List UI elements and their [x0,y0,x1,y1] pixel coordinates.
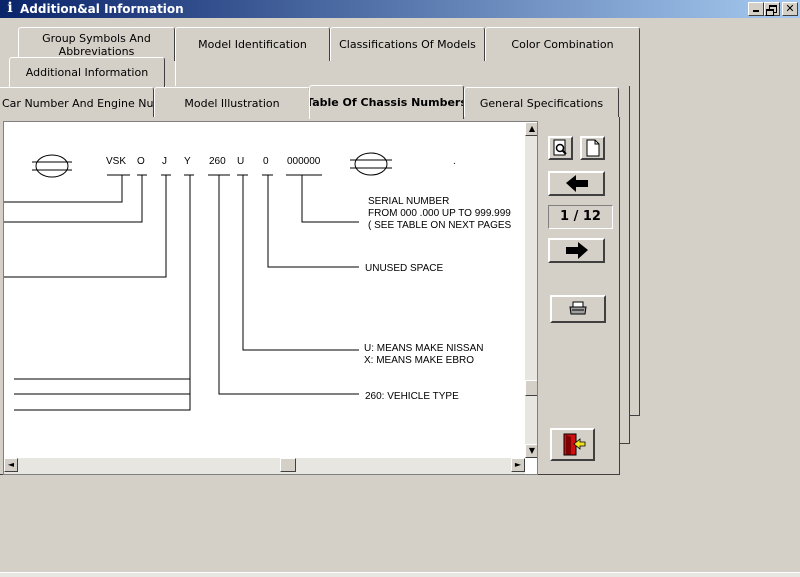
serial-see-table-label: ( SEE TABLE ON NEXT PAGES [368,220,512,231]
serial-number-label: SERIAL NUMBER [368,196,449,207]
scroll-right-button[interactable]: ► [511,458,525,472]
code-part-260: 260 [209,156,226,167]
tab-model-illustration[interactable]: Model Illustration [154,87,310,118]
document-viewer[interactable]: VSK O J Y 260 U 0 000000 . SERIAL NUMBER… [3,121,538,475]
tab-group-symbols[interactable]: Group Symbols And Abbreviations [18,27,175,61]
minimize-icon [753,10,759,12]
tab-label: Additional Information [25,66,149,79]
scroll-up-icon: ▲ [528,124,536,133]
horizontal-scroll-thumb[interactable] [280,458,296,472]
exit-door-icon [563,433,586,456]
print-button[interactable] [550,295,606,323]
horizontal-scrollbar[interactable]: ◄ ► [4,458,525,474]
make-nissan-label: U: MEANS MAKE NISSAN [364,343,483,354]
tab-label: Car Number And Engine Number [2,96,154,110]
vertical-scroll-thumb[interactable] [525,380,537,396]
page-indicator: 1 / 12 [548,205,613,229]
previous-page-button[interactable] [548,171,605,196]
window-title: Addition&al Information [20,2,184,16]
arrow-left-icon [566,175,588,192]
restore-button[interactable] [764,2,780,16]
nissan-emblem-right [350,152,392,176]
scroll-left-button[interactable]: ◄ [4,458,18,472]
printer-icon [569,301,587,315]
title-bar: i Addition&al Information ✕ [0,0,800,18]
tab-model-identification[interactable]: Model Identification [175,27,330,61]
tab-label: Classifications Of Models [339,38,476,51]
tab-table-of-chassis-numbers[interactable]: Table Of Chassis Numbers [309,85,464,119]
unused-space-label: UNUSED SPACE [365,263,443,274]
minimize-button[interactable] [748,2,764,16]
magnify-page-icon [553,139,567,156]
info-app-icon: i [7,0,13,16]
zoom-page-button[interactable] [548,136,573,160]
vehicle-type-label: 260: VEHICLE TYPE [365,391,459,402]
code-part-u: U [237,156,244,167]
tab-classifications-of-models[interactable]: Classifications Of Models [330,27,485,61]
chassis-diagram: VSK O J Y 260 U 0 000000 . SERIAL NUMBER… [4,152,512,411]
code-part-vsk: VSK [106,156,126,167]
page-view-button[interactable] [580,136,605,160]
close-button[interactable]: ✕ [782,2,798,16]
code-part-o: O [137,156,145,167]
code-part-0: 0 [263,156,269,167]
tab-color-combination[interactable]: Color Combination [485,27,640,61]
scroll-right-icon: ► [514,460,522,469]
tab-label: Color Combination [511,38,614,51]
tab-additional-information[interactable]: Additional Information [9,57,165,87]
serial-range-label: FROM 000 .000 UP TO 999.999 [368,208,511,219]
code-part-serial: 000000 [287,156,321,167]
nissan-emblem-left [32,154,72,178]
close-icon: ✕ [785,2,795,15]
restore-icon [766,5,777,16]
code-part-j: J [162,156,167,167]
status-strip [0,572,800,577]
scroll-down-button[interactable]: ▼ [525,444,537,458]
code-part-y: Y [184,156,191,167]
tab-label: Table Of Chassis Numbers [309,96,464,109]
vertical-scrollbar[interactable]: ▲ ▼ [525,122,537,458]
make-ebro-label: X: MEANS MAKE EBRO [364,355,474,366]
stray-dot: . [453,156,456,167]
tab-label: General Specifications [479,96,604,110]
tab-label: Model Illustration [184,96,280,110]
blank-page-icon [586,139,600,157]
scroll-up-button[interactable]: ▲ [525,122,537,136]
scroll-left-icon: ◄ [7,460,15,469]
tab-car-number-engine-number[interactable]: Car Number And Engine Number [0,87,154,118]
exit-button[interactable] [550,428,595,461]
tab-label: Group Symbols And Abbreviations [42,31,151,58]
tab-general-specifications[interactable]: General Specifications [464,87,619,118]
scroll-down-icon: ▼ [528,446,536,455]
tab-label: Model Identification [198,38,307,51]
next-page-button[interactable] [548,238,605,263]
arrow-right-icon [566,242,588,259]
